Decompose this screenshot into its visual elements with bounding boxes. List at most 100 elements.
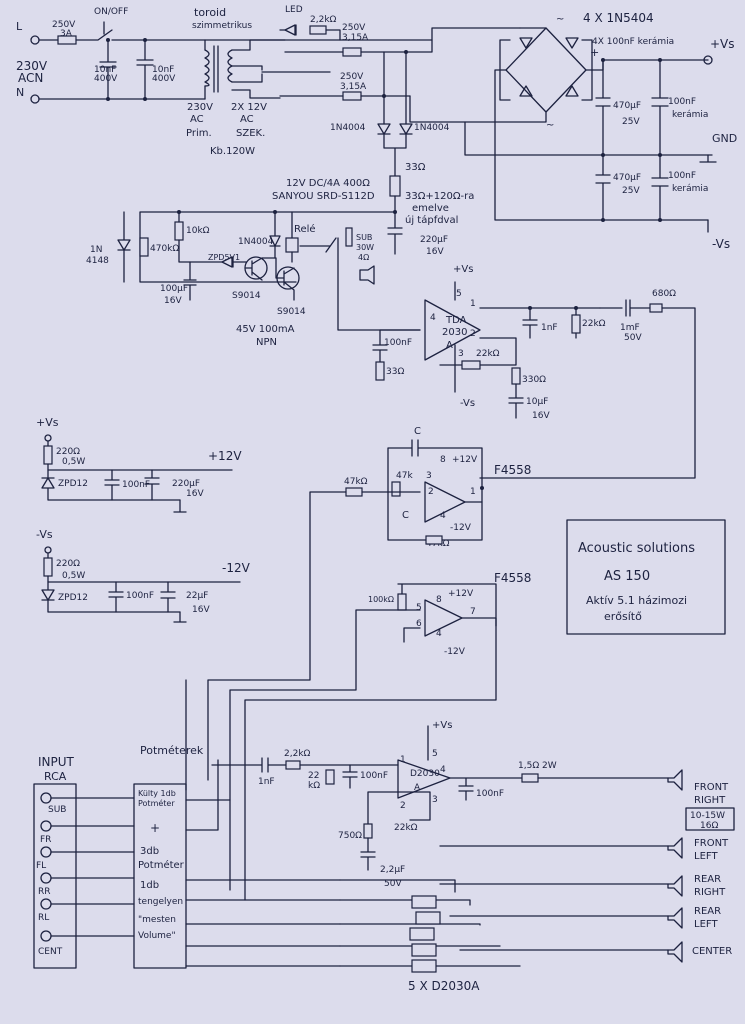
ac-sym-bottom: ~ [546,120,554,131]
relay-spec-2: SANYOU SRD-S112D [272,191,375,202]
cap470p-volt: 25V [622,117,640,127]
f2-r100k: 100kΩ [368,595,394,604]
diode-1n4004-b [399,123,413,135]
bridge-diodes [519,37,579,97]
tr-spec-2: NPN [256,337,277,348]
sub-cout-v: 1mF [620,323,640,333]
tda-pin3: 3 [458,349,464,359]
bridge-plus: + [590,46,599,59]
reg-pos-res [43,445,53,465]
reg-neg-c100n [108,581,124,613]
speaker-front-left [667,837,683,859]
reg-neg-cap [160,581,176,613]
pot-text-7: tengelyen [138,897,183,907]
cap-470-pos [595,59,611,156]
reg-pos-zener [41,469,181,501]
ceramic-neg-v: 100nF [668,171,696,181]
sub-c10u [508,383,524,419]
transformer-name-1: toroid [194,6,226,19]
out-c100n-in-label: 100nF [360,771,388,781]
f1-pin4: 4 [440,511,446,521]
filter2-r100k [397,593,407,611]
d2030-triangle [397,759,451,799]
relay-note-3: új tápfdval [405,214,458,226]
pot-text-8: "mesten [138,915,176,925]
rca-rl [40,898,52,910]
r10k-label: 10kΩ [186,226,210,236]
cap-470-neg [595,154,611,221]
f1-pin1: 1 [470,487,476,497]
r470k-label: 470kΩ [150,244,179,254]
out-r22k-label: 2,2kΩ [284,749,311,759]
cap220-volt: 16V [426,247,444,257]
transistor-2-leads [261,257,295,301]
fuse1-wire [284,27,521,53]
res33-label: 33Ω [405,162,426,173]
diode-1n4004-a [377,123,391,135]
bridge-rectifier-section: 4 X 1N5404 4X 100nF kerámia ~ ~ + +Vs 47… [409,11,737,251]
cap-100u [183,261,197,301]
chip-rl [409,927,435,941]
reg-pos-c100n [104,469,120,501]
spk-spec-2: 16Ω [700,821,718,831]
tr2-label: S9014 [277,307,306,317]
f2-pin4: 4 [436,629,442,639]
pot-text-5: Potméter [138,859,185,871]
out-r22kfb-label: 22kΩ [394,823,418,833]
filter1-c-mid: C [402,510,409,521]
title-box: Acoustic solutions AS 150 Aktív 5.1 házi… [566,519,726,635]
out-c100n-out-label: 100nF [476,789,504,799]
reg-pos-out: +12V [208,449,242,463]
mains-cap1 [99,39,117,100]
gnd-label: GND [712,132,737,145]
reg-pos-vs: +Vs [36,416,59,429]
plus-vs-label: +Vs [710,37,735,51]
reg-neg-terminal [44,546,52,554]
f1-vpos: +12V [452,455,478,465]
f1-pin3: 3 [426,471,432,481]
tda-chip-3: A [446,340,453,351]
filter1-wires [207,491,483,781]
pots-heading: Potméterek [140,744,204,757]
neutral-terminal [30,94,40,104]
reg-neg-c100n-label: 100nF [126,591,154,601]
cap1-voltage: 400V [94,74,118,84]
zener-5v1 [221,256,247,268]
tda-pin1: 1 [470,299,476,309]
rca-cent [40,930,52,942]
reg-neg-res [43,557,53,577]
speaker-rear-left [667,907,683,929]
sub-c100n-label: 100nF [384,338,412,348]
out-c1n [211,757,287,773]
cap100u-volt: 16V [164,296,182,306]
minus-vs-label: -Vs [712,237,730,251]
sub-amp-section: +Vs TDA 2030 A 5 4 1 2 3 -Vs 1nF 22kΩ 1m… [372,264,696,479]
sub-r22k-fb [461,360,481,370]
cap470n-v: 470µF [613,173,641,183]
sub-vs-pos: +Vs [453,264,473,275]
bridge-diamond [505,27,587,113]
reg-pos-res-v: 220Ω [56,447,80,457]
bridge-label: 4 X 1N5404 [583,11,654,25]
reg-neg-cap-volt: 16V [192,605,210,615]
f1-r47k-b: 47k [396,471,413,481]
fuse1-a: 3,15A [342,33,369,43]
speaker-front-right [667,769,683,791]
spk-spec-box [685,807,735,831]
filter1-r47k-c [425,535,443,545]
live-label: L [16,20,23,33]
sub-c1n [522,307,538,339]
out-rshunt-v: 22 [308,771,319,781]
pots-box [133,783,187,969]
reg-neg-out: -12V [222,561,251,575]
sub-r22kfb-label: 22kΩ [476,349,500,359]
sub-c10u-volt: 16V [532,411,550,421]
filter2-gnd [403,627,421,643]
input-panel [33,783,77,969]
sub-rout-label: 680Ω [652,289,676,299]
relay-coil [285,237,299,253]
pot-text-4: 3db [140,846,159,857]
psu-fuse-1 [342,47,362,57]
bridge-caps-label: 4X 100nF kerámia [592,37,674,47]
